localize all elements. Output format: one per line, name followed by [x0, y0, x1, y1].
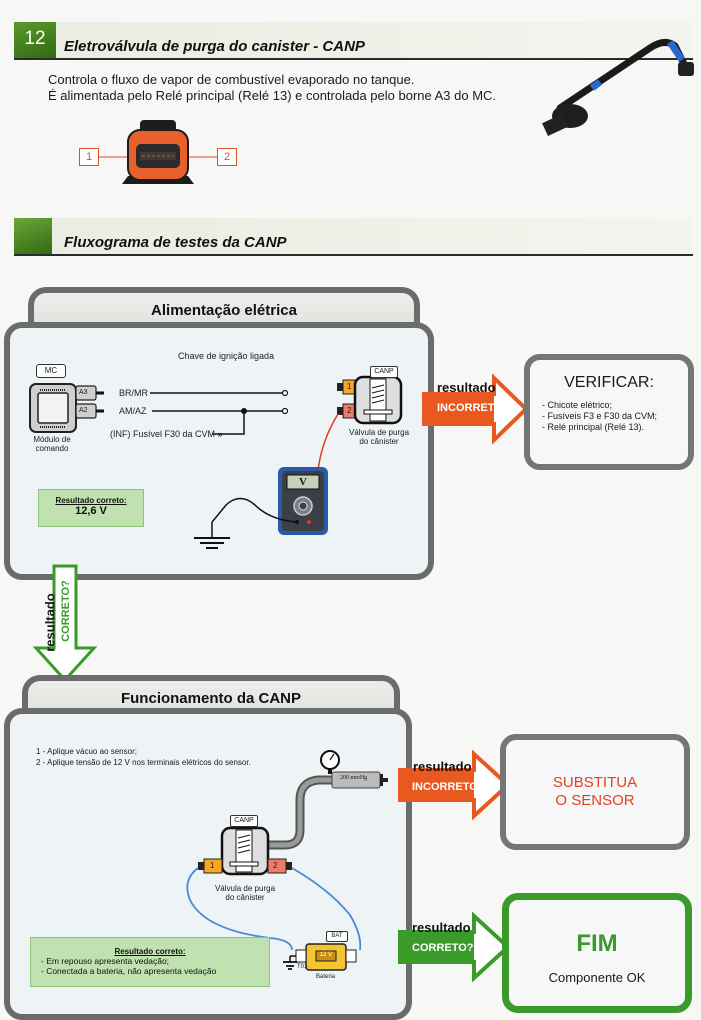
step2-result-item-2: - Conectada a bateria, não apresenta ved…: [41, 966, 217, 976]
step2-incorrect-arrow-label: INCORRETO?: [412, 781, 485, 793]
correct-down-arrow-icon: [32, 564, 98, 683]
fuse-label-text: (INF) Fusível F30 da CVM: [110, 429, 216, 439]
step1-result-note: Resultado correto: 12,6 V: [38, 489, 144, 527]
canp-caption-step2: Válvula de purga do cânister: [210, 884, 280, 902]
instruction-2: 2 - Aplique tensão de 12 V nos terminais…: [36, 758, 251, 767]
step1-incorrect-arrow-icon: [422, 373, 529, 445]
replace-box: SUBSTITUA O SENSOR: [500, 734, 690, 850]
step2-correct-arrow-label: CORRETO?: [412, 942, 474, 954]
module-caption-line-2: comando: [35, 444, 69, 453]
canp-pin-2-step1: 2: [347, 406, 352, 415]
verify-list: - Chicote elétrico; - Fusíveis F3 e F30 …: [542, 400, 657, 433]
double-chevron-icon: »: [217, 429, 223, 439]
canp-pin-1-step1: 1: [347, 382, 352, 391]
flowchart-title: Fluxograma de testes da CANP: [64, 234, 287, 251]
canp-caption-line-2: do cânister: [359, 437, 399, 446]
step1-result-value: 12,6 V: [75, 505, 107, 517]
verify-box: VERIFICAR: - Chicote elétrico; - Fusívei…: [524, 354, 694, 470]
instruction-1: 1 - Aplique vácuo ao sensor;: [36, 747, 137, 756]
replace-line-1: SUBSTITUA: [552, 774, 638, 791]
end-title: FIM: [576, 930, 618, 957]
verify-item-3: - Relé principal (Relé 13).: [542, 422, 645, 432]
canp-tag-step2: CANP: [230, 815, 258, 827]
step2-correct-arrow-top: resultado: [412, 920, 471, 935]
wire-br-mr: BR/MR: [119, 388, 148, 398]
replace-text: SUBSTITUA O SENSOR: [506, 774, 684, 810]
verify-title: VERIFICAR:: [564, 374, 654, 391]
end-box: FIM Componente OK: [502, 893, 692, 1013]
module-caption-line-1: Módulo de: [33, 435, 71, 444]
battery-tag: BAT: [326, 931, 348, 942]
battery-caption: Bateria: [316, 974, 336, 980]
step2-result-title: Resultado correto:: [114, 947, 186, 956]
step1-result-title: Resultado correto:: [55, 496, 127, 505]
flowchart-header: Fluxograma de testes da CANP: [14, 218, 693, 256]
canp-caption-line-1: Válvula de purga: [348, 428, 410, 437]
step2-result-note: Resultado correto: - Em repouso apresent…: [30, 937, 270, 987]
section-header: 12 Eletroválvula de purga do canister - …: [14, 22, 693, 60]
module-tag: MC: [36, 364, 66, 378]
step1-incorrect-arrow-label: INCORRETO?: [437, 402, 510, 414]
canp-tag-step1: CANP: [370, 366, 398, 378]
pin-a3: A3: [79, 389, 88, 396]
step1-tab: Alimentação elétrica: [28, 287, 420, 327]
canp-caption-step1: Válvula de purga do cânister: [346, 428, 412, 446]
step2-title: Funcionamento da CANP: [120, 690, 301, 707]
pin-a2: A2: [79, 407, 88, 414]
step2-incorrect-arrow-icon: [398, 749, 511, 821]
description-line-2: É alimentada pelo Relé principal (Relé 1…: [48, 88, 497, 103]
wire-am-az: AM/AZ: [119, 406, 147, 416]
module-caption: Módulo de comando: [22, 435, 82, 453]
canp2-caption-line-2: do cânister: [225, 893, 265, 902]
canp-product-photo: [542, 39, 694, 136]
section-number: 12: [14, 22, 56, 58]
vacuum-reading: 200 mmHg: [340, 775, 368, 781]
step2-tab: Funcionamento da CANP: [22, 675, 400, 713]
verify-item-1: - Chicote elétrico;: [542, 400, 613, 410]
meter-symbol: V: [299, 476, 307, 488]
ignition-label: Chave de ignição ligada: [178, 351, 275, 361]
step1-title: Alimentação elétrica: [151, 302, 297, 319]
description-line-1: Controla o fluxo de vapor de combustível…: [48, 72, 415, 87]
step2-correct-arrow-icon: [398, 911, 511, 983]
fuse-label: (INF) Fusível F30 da CVM »: [110, 429, 223, 439]
step2-result-item-1: - Em repouso apresenta vedação;: [41, 956, 170, 966]
step1-incorrect-arrow-top: resultado: [437, 380, 496, 395]
canp-pin-2-step2: 2: [273, 861, 278, 870]
canp-pin-1-step2: 1: [210, 861, 215, 870]
canp2-caption-line-1: Válvula de purga: [214, 884, 276, 893]
connector-icon: [98, 120, 218, 184]
flowchart-header-square: [14, 218, 52, 254]
section-description: Controla o fluxo de vapor de combustível…: [48, 72, 496, 104]
ground-label: T01: [297, 964, 308, 970]
replace-line-2: O SENSOR: [555, 792, 635, 809]
end-subtitle: Componente OK: [548, 970, 646, 985]
section-title: Eletroválvula de purga do canister - CAN…: [64, 38, 365, 55]
verify-item-2: - Fusíveis F3 e F30 da CVM;: [542, 411, 658, 421]
step2-incorrect-arrow-top: resultado: [413, 759, 472, 774]
step2-instructions: 1 - Aplique vácuo ao sensor; 2 - Aplique…: [36, 746, 251, 768]
battery-value: 12 V: [319, 952, 333, 958]
